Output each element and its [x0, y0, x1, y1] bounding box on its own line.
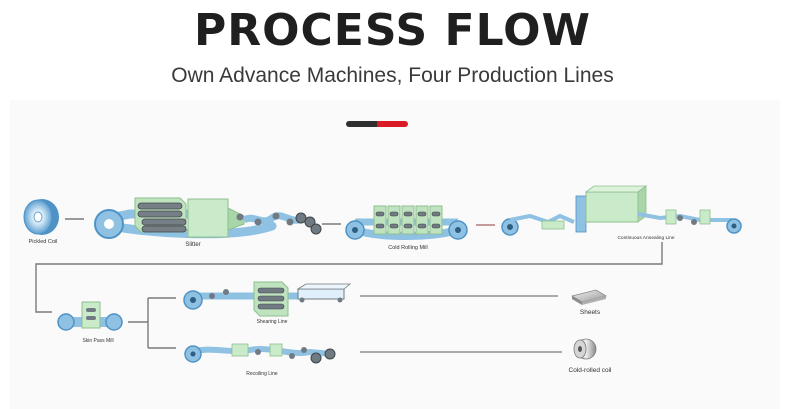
page-title: PROCESS FLOW — [193, 5, 592, 56]
cold-rolled-coil-product: Cold-rolled coil — [569, 338, 613, 374]
recoiling-roll-1 — [310, 352, 322, 364]
branch-connector — [128, 297, 176, 349]
shearing-line-stage: Shearing Line — [183, 281, 352, 325]
annealing-furnace — [585, 191, 639, 223]
cold-rolled-coil-label: Cold-rolled coil — [569, 367, 613, 374]
title-divider — [346, 121, 408, 127]
sheets-label: Sheets — [580, 309, 601, 316]
return-connector — [35, 242, 663, 313]
recoiling-roll-2 — [324, 348, 336, 360]
shearing-line-label: Shearing Line — [257, 319, 288, 325]
skin-pass-mill-label: Skin Pass Mill — [82, 338, 113, 344]
recoiling-stand-1 — [231, 343, 249, 357]
skin-pass-mill-stage: Skin Pass Mill — [57, 301, 123, 344]
recoiling-line-stage: Recoiling Line — [184, 343, 336, 377]
pickled-coil-stage: Pickled Coil — [23, 199, 59, 245]
slitter-housing — [187, 198, 229, 238]
slitter-label: Slitter — [185, 242, 200, 248]
pickled-coil-label: Pickled Coil — [29, 239, 58, 245]
slitter-strip — [107, 221, 277, 239]
sheets-product: Sheets — [570, 289, 608, 316]
recoiling-stand-2 — [269, 343, 283, 357]
skin-pass-uncoiler — [57, 313, 75, 331]
diagram-background — [10, 100, 780, 409]
recoiling-line-label: Recoiling Line — [246, 371, 278, 377]
sheet-conveyor — [297, 288, 345, 300]
skin-pass-recoiler — [105, 313, 123, 331]
cold-rolling-mill-label: Cold Rolling Mill — [388, 245, 427, 251]
slitter-stage: Slitter — [94, 197, 322, 248]
skin-pass-stand — [81, 301, 101, 329]
continuous-annealing-line-label: Continuous Annealing Line — [617, 235, 674, 241]
annealing-accumulator — [575, 195, 587, 233]
continuous-annealing-line-stage: Continuous Annealing Line — [501, 185, 742, 241]
cold-rolling-mill-stage: Cold Rolling Mill — [345, 205, 468, 251]
slitter-recoiler — [295, 212, 322, 235]
page-subtitle: Own Advance Machines, Four Production Li… — [171, 64, 614, 87]
cold-rolling-stands — [373, 205, 443, 235]
